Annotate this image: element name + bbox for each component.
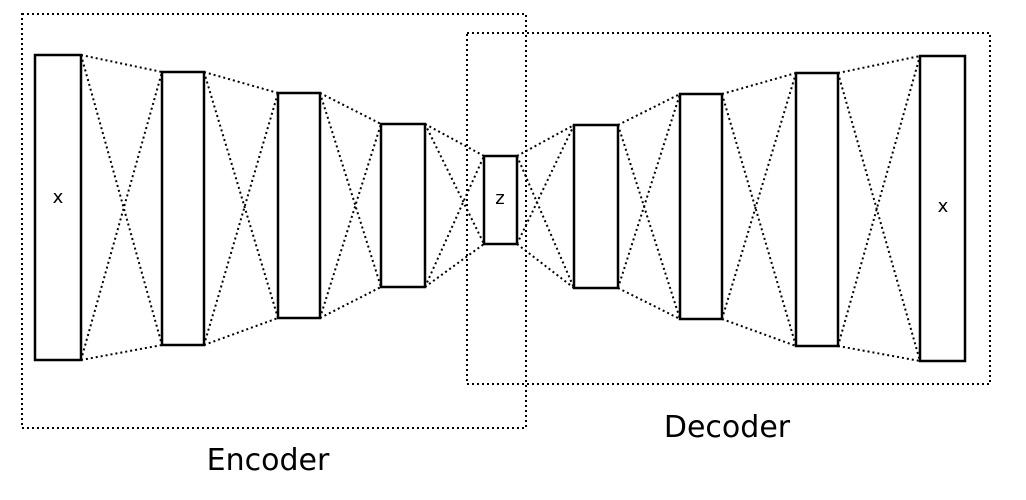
- connection-line: [721, 318, 797, 347]
- connection-line: [721, 93, 797, 347]
- connection-line: [617, 93, 681, 126]
- decoder-hidden-layer-3: [794, 71, 840, 348]
- connection-line: [80, 54, 163, 73]
- connection-line: [617, 124, 681, 320]
- connection-line: [837, 55, 921, 347]
- connection-line: [424, 155, 485, 288]
- encoder-label: Encoder: [207, 443, 330, 478]
- connection-line: [319, 92, 382, 125]
- connection-line: [516, 124, 575, 157]
- connection-line: [203, 71, 279, 94]
- connection-line: [617, 287, 681, 320]
- input-layer-label: x: [53, 187, 64, 208]
- latent-layer-label: z: [495, 188, 504, 209]
- layer-connections: [80, 54, 921, 362]
- connection-line: [721, 72, 797, 95]
- connection-line: [80, 54, 163, 346]
- connection-line: [424, 123, 485, 157]
- decoder-hidden-layer-2: [678, 92, 724, 321]
- encoder-hidden-layer-3: [379, 122, 427, 289]
- connection-line: [319, 286, 382, 319]
- connection-line: [80, 344, 163, 361]
- connection-line: [837, 345, 921, 362]
- output-layer: x: [918, 54, 967, 363]
- decoder-hidden-layer-1: [572, 123, 620, 290]
- connection-line: [424, 123, 485, 245]
- encoder-box: [21, 13, 527, 429]
- connection-line: [203, 92, 279, 346]
- connection-line: [516, 155, 575, 289]
- connection-line: [721, 72, 797, 320]
- input-layer: x: [33, 53, 83, 362]
- connection-line: [424, 243, 485, 288]
- connection-line: [516, 124, 575, 245]
- latent-layer: z: [482, 154, 519, 246]
- connection-line: [80, 71, 163, 361]
- encoder-hidden-layer-1: [160, 70, 206, 347]
- connection-line: [203, 317, 279, 346]
- connection-line: [837, 55, 921, 74]
- decoder-box: [466, 32, 991, 385]
- connection-line: [617, 93, 681, 289]
- connection-line: [319, 92, 382, 288]
- connection-line: [837, 72, 921, 362]
- connection-line: [319, 123, 382, 319]
- encoder-hidden-layer-2: [276, 91, 322, 320]
- connection-line: [203, 71, 279, 319]
- decoder-label: Decoder: [664, 410, 791, 445]
- connection-line: [516, 243, 575, 289]
- output-layer-label: x: [938, 196, 949, 217]
